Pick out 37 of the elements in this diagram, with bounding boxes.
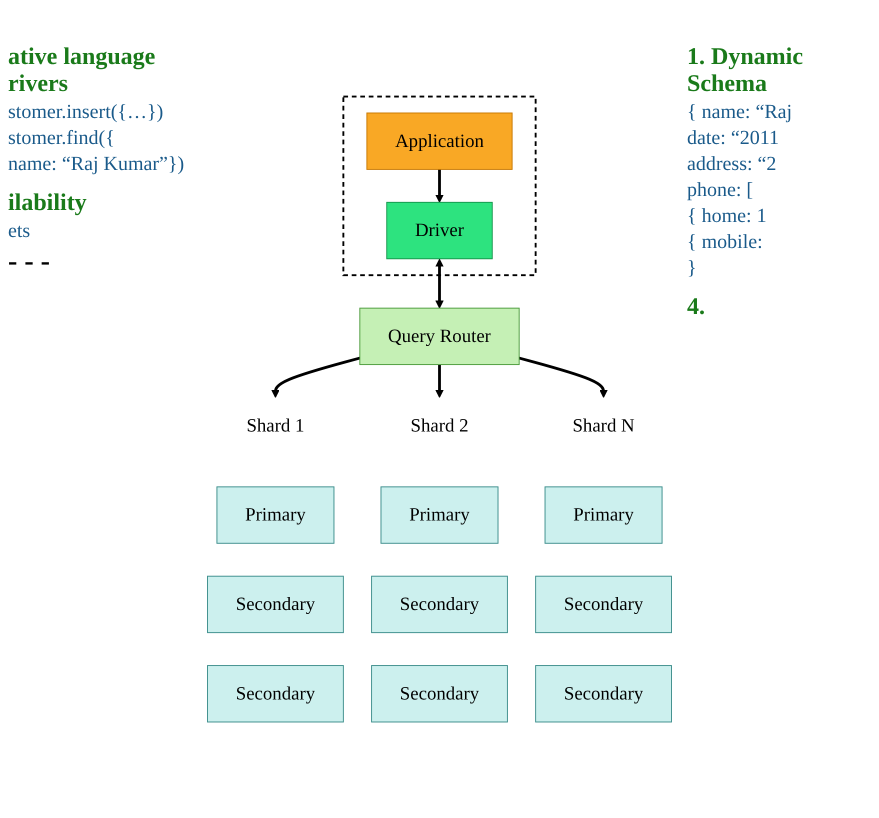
arrow [518,356,608,398]
code-text: address: “2 [687,153,778,176]
heading-text: ilability [8,190,88,217]
node-box: Secondary [207,664,344,722]
node-text: Shard 2 [410,415,469,436]
arrow [271,356,360,398]
code-text: { name: “Raj [687,101,794,124]
code-text: phone: [ [687,179,754,202]
node-box: Secondary [371,664,508,722]
cluster [342,95,537,276]
arrow [435,169,444,202]
node-box: Secondary [207,575,344,633]
node-text: Shard N [572,415,635,436]
code-text: { home: 1 [687,205,768,228]
node-box: Secondary [371,575,508,633]
code-text: stomer.find({ [8,127,116,150]
arrow [435,364,444,398]
node-box: Primary [380,486,498,544]
node-box: Application [366,112,513,170]
node-box: Secondary [535,575,672,633]
code-text: { mobile: [687,231,764,254]
code-text: ets [8,220,32,243]
code-text: } [687,257,698,280]
code-text: date: “2011 [687,127,780,150]
node-box: Query Router [359,307,520,365]
node-text: Shard 1 [246,415,304,436]
node-box: Primary [544,486,663,544]
node-box: Secondary [535,664,672,722]
heading-text: ative language rivers [8,44,156,98]
heading-text: 4. [687,294,706,321]
node-box: Primary [216,486,334,544]
node-box: Driver [386,202,493,259]
code-text: name: “Raj Kumar”}) [8,153,186,176]
heading-text: 1. Dynamic Schema [687,44,804,98]
code-text: stomer.insert({…}) [8,101,164,124]
arrow [435,258,444,308]
ellipsis-mark: - - - [8,246,51,278]
